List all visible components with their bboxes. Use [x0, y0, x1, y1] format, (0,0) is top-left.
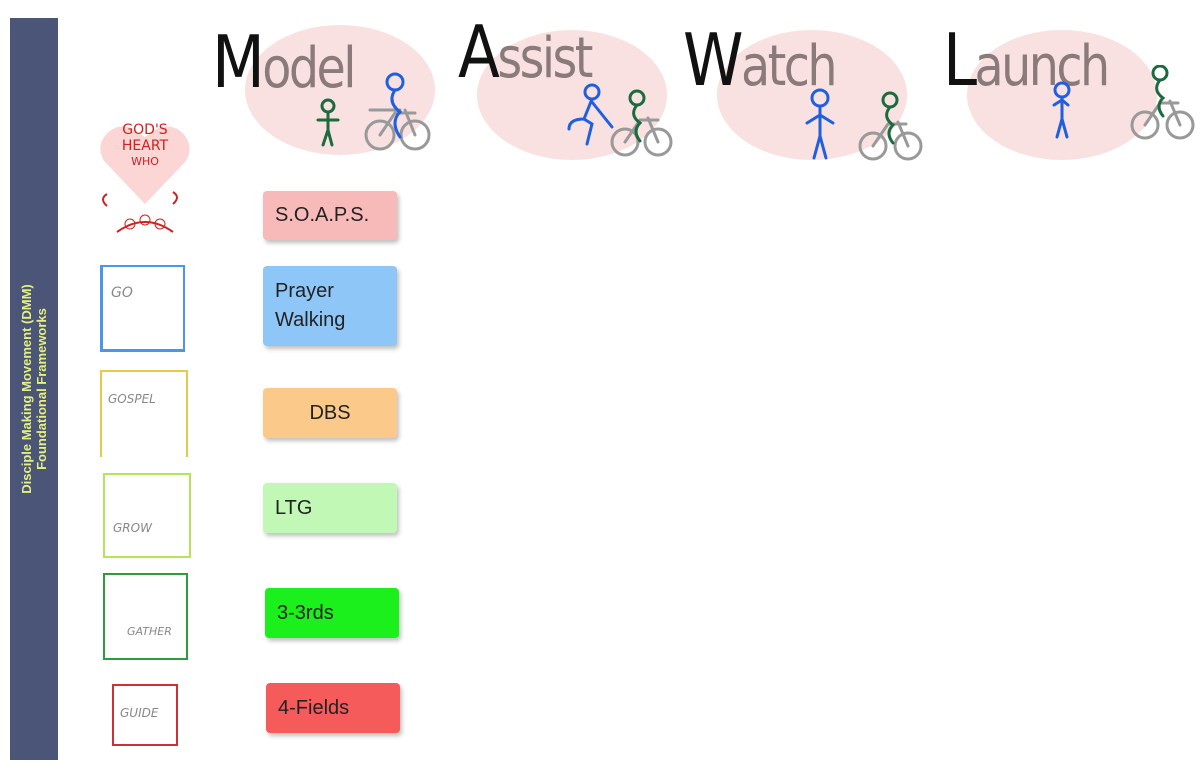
heart-text: GOD'S: [122, 122, 168, 138]
stick-figure-icon: [1151, 65, 1169, 118]
stick-figure-icon: [1052, 81, 1071, 139]
stick-figure-icon: [316, 98, 340, 147]
grow-label: GROW: [113, 521, 152, 535]
framework-soaps[interactable]: S.O.A.P.S.: [263, 191, 397, 240]
sidebar: Disciple Making Movement (DMM)Foundation…: [10, 18, 58, 760]
gather-icon: GATHER: [103, 573, 188, 660]
heart-text: HEART: [121, 138, 169, 154]
framework-prayer-walking[interactable]: Prayer Walking: [263, 266, 397, 346]
stage-initial: L: [943, 18, 977, 102]
stick-figure-icon: [881, 91, 899, 145]
stage-assist: Assist: [458, 10, 593, 94]
bicycle-icon: [1130, 99, 1195, 140]
framework-4-fields[interactable]: 4-Fields: [266, 683, 400, 733]
framework-label: S.O.A.P.S.: [275, 204, 370, 226]
sidebar-title-line1: Disciple Making Movement (DMM): [19, 284, 34, 494]
guide-label: GUIDE: [120, 706, 159, 720]
framework-label: 3-3rds: [277, 601, 334, 624]
framework-label: Prayer Walking: [275, 280, 346, 331]
assist-illustration: [567, 83, 673, 157]
guide-icon: GUIDE: [112, 684, 178, 746]
launch-illustration: [1052, 65, 1195, 140]
stage-watch: Watch: [683, 18, 838, 102]
stick-figure-icon: [805, 88, 835, 160]
model-illustration: [316, 72, 431, 151]
model-ellipse: [245, 25, 435, 155]
sidebar-title-line2: Foundational Frameworks: [34, 308, 49, 470]
heart-text: WHO: [131, 155, 159, 168]
grow-icon: GROW: [103, 473, 191, 558]
bicycle-icon: [364, 108, 431, 151]
assist-ellipse: [477, 30, 667, 160]
stage-initial: M: [212, 20, 265, 104]
framework-label: DBS: [309, 401, 351, 424]
stage-launch: Launch: [943, 18, 1111, 102]
go-label: GO: [111, 285, 133, 301]
framework-label: LTG: [275, 496, 313, 519]
framework-ltg[interactable]: LTG: [263, 483, 397, 533]
framework-dbs[interactable]: DBS: [263, 388, 397, 438]
gather-label: GATHER: [127, 625, 172, 638]
stick-figure-icon: [385, 72, 405, 139]
stage-rest: aunch: [974, 34, 1111, 99]
stage-model: Model: [212, 20, 356, 104]
framework-label: 4-Fields: [278, 696, 350, 719]
stage-initial: A: [458, 10, 500, 94]
stage-initial: W: [683, 18, 744, 102]
watch-illustration: [805, 88, 923, 161]
framework-3-3rds[interactable]: 3-3rds: [265, 588, 399, 638]
stage-rest: odel: [262, 36, 356, 101]
go-icon: GO: [100, 265, 185, 352]
launch-ellipse: [967, 30, 1157, 160]
stick-figure-icon: [628, 89, 646, 143]
gospel-icon: GOSPEL: [100, 370, 188, 457]
bicycle-icon: [858, 120, 923, 161]
stage-rest: atch: [740, 34, 838, 99]
sidebar-title: Disciple Making Movement (DMM)Foundation…: [19, 284, 49, 493]
stick-figure-icon: [567, 83, 614, 146]
gospel-label: GOSPEL: [108, 392, 156, 406]
stage-rest: ssist: [497, 26, 593, 91]
bicycle-icon: [610, 116, 673, 157]
